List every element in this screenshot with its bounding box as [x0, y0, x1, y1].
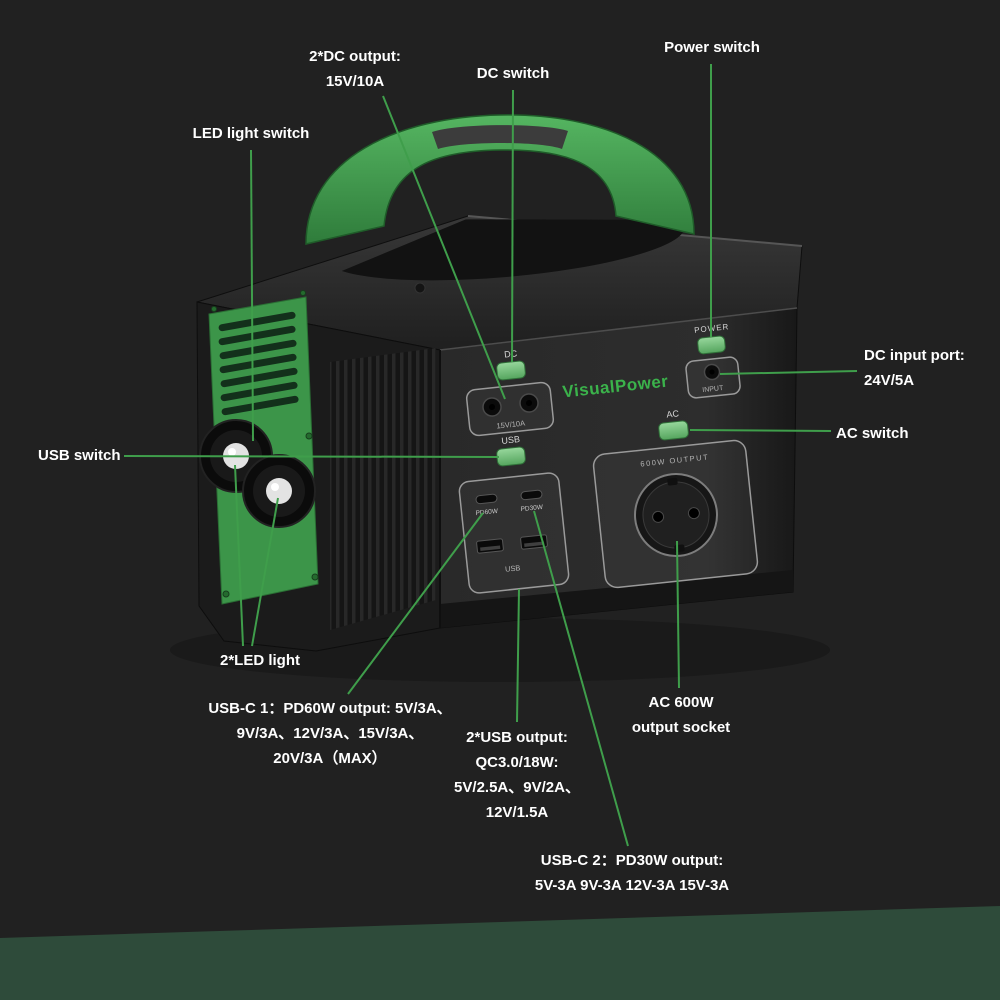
leader-usbc1	[347, 512, 484, 695]
callout-usb-output-line3: 5V/2.5A、9V/2A、	[454, 779, 580, 796]
base-strip	[440, 570, 793, 628]
vent-slot	[218, 311, 296, 332]
callout-usbc1-line2: 9V/3A、12V/3A、15V/3A、	[236, 725, 424, 742]
callout-dc-output-line2: 15V/10A	[325, 73, 385, 90]
callout-led-switch-line1: LED light switch	[192, 125, 310, 142]
usb-switch-button	[496, 446, 526, 467]
callout-dc-switch: DC switch	[477, 61, 550, 86]
dc-port-2	[519, 393, 539, 413]
usbc-port-pd30w	[520, 489, 543, 501]
callout-ac-switch-line1: AC switch	[836, 425, 909, 442]
usba-port-1	[476, 538, 504, 554]
power-switch-button	[697, 335, 726, 355]
callout-dc-output: 2*DC output: 15V/10A	[309, 44, 401, 94]
panel-screw	[300, 290, 306, 296]
dc-section-label: DC	[504, 348, 518, 359]
callout-dc-input-line2: 24V/5A	[864, 372, 915, 389]
leader-led-switch	[250, 149, 254, 442]
callout-ac-output: AC 600W output socket	[632, 690, 730, 740]
ac-section-label: AC	[666, 408, 680, 419]
callout-usb-output-line1: 2*USB output:	[466, 729, 568, 746]
callout-power-switch-line1: Power switch	[664, 39, 760, 56]
leader-ac-output	[676, 540, 680, 689]
callout-dc-switch-line1: DC switch	[476, 65, 550, 82]
callout-dc-input-line1: DC input port:	[864, 347, 965, 364]
leader-usb-output	[516, 588, 520, 723]
dc-rating-text: 15V/10A	[496, 419, 526, 431]
vent-slot	[220, 381, 298, 402]
socket-hole-left	[652, 510, 665, 523]
callout-led-switch: LED light switch	[193, 121, 310, 146]
dc-switch-button	[496, 360, 526, 381]
vent-slot	[219, 339, 297, 360]
ac-outlet-box	[592, 439, 759, 589]
leader-usbc2	[533, 510, 629, 847]
leader-dc-input	[719, 370, 858, 375]
front-top-edge-highlight	[439, 307, 798, 351]
callout-led-light: 2*LED light	[220, 648, 300, 673]
panel-screw	[305, 432, 313, 440]
callout-usb-output: 2*USB output: QC3.0/18W: 5V/2.5A、9V/2A、 …	[454, 725, 580, 825]
callout-usbc1-line3: 20V/3A（MAX）	[273, 750, 387, 767]
callout-ac-output-line1: AC 600W	[648, 694, 714, 711]
callout-usb-output-line4: 12V/1.5A	[485, 804, 549, 821]
led-lamp-2	[242, 454, 316, 528]
socket-notch-top	[667, 477, 678, 486]
leader-led-light-2	[251, 497, 279, 647]
usb-section-label: USB	[501, 434, 520, 446]
usbc-pd30w-label: PD30W	[520, 504, 544, 513]
top-screw	[414, 282, 426, 294]
panel-screw	[311, 573, 319, 581]
leader-lines	[123, 64, 858, 847]
callout-dc-input: DC input port: 24V/5A	[864, 343, 965, 393]
handle-grip	[432, 125, 568, 149]
input-label-text: INPUT	[702, 385, 724, 394]
ac-socket	[634, 473, 718, 557]
callout-usbc1-line1: USB-C 1：PD60W output: 5V/3A、	[208, 700, 452, 717]
bottom-band	[0, 906, 1000, 1000]
leader-led-light-1	[234, 464, 244, 647]
callout-usb-output-line2: QC3.0/18W:	[475, 754, 559, 771]
dc-input-box	[685, 356, 741, 399]
usbc-port-pd60w	[475, 493, 498, 505]
dc-port-1	[482, 397, 502, 417]
leader-dc-switch	[511, 89, 514, 363]
leader-usb-switch	[123, 455, 500, 458]
callout-power-switch: Power switch	[664, 35, 760, 60]
socket-hole-right	[687, 507, 700, 520]
vent-slot	[219, 353, 297, 374]
panel-screw	[222, 590, 230, 598]
usbc-pd60w-label: PD60W	[475, 508, 499, 517]
callout-usb-switch: USB switch	[38, 443, 121, 468]
usb-ports-caption: USB	[505, 563, 521, 574]
callout-led-light-line1: 2*LED light	[219, 652, 301, 669]
dc-ports-box	[465, 381, 555, 437]
ac-switch-button	[658, 420, 689, 441]
callout-ac-output-line2: output socket	[631, 719, 731, 736]
vent-slot	[221, 395, 299, 416]
socket-notch-bottom	[674, 544, 685, 553]
callout-usbc1: USB-C 1：PD60W output: 5V/3A、 9V/3A、12V/3…	[208, 696, 451, 771]
callout-dc-output-line1: 2*DC output:	[309, 48, 401, 65]
side-ribs	[330, 348, 436, 630]
callout-usbc2-line2: 5V-3A 9V-3A 12V-3A 15V-3A	[534, 877, 730, 894]
dc-input-port	[703, 363, 721, 381]
leader-ac-switch	[689, 429, 832, 432]
callout-usbc2-line1: USB-C 2：PD30W output:	[540, 852, 724, 869]
panel-screw	[211, 306, 217, 312]
callout-usb-switch-line1: USB switch	[38, 447, 121, 464]
leader-dc-output	[382, 95, 506, 400]
callout-usbc2: USB-C 2：PD30W output: 5V-3A 9V-3A 12V-3A…	[535, 848, 729, 898]
vent-slot	[220, 367, 298, 388]
callout-ac-switch: AC switch	[836, 421, 909, 446]
vent-slot	[218, 325, 296, 346]
